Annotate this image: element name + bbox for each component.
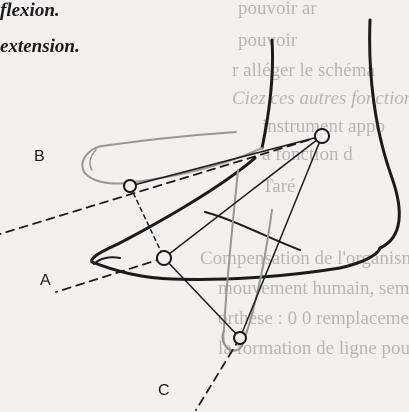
ankle-pivot-point <box>315 129 329 143</box>
point-b-marker <box>124 180 136 192</box>
label-a: A <box>40 272 51 290</box>
caption-extension: extension. <box>0 36 80 58</box>
caption-flexion: flexion. <box>0 0 60 22</box>
raised-toe-contour <box>90 150 96 170</box>
construction-line <box>240 136 322 338</box>
point-a-marker <box>157 251 171 265</box>
leg-shin-contour <box>262 40 273 148</box>
raised-foot-contour <box>82 132 262 184</box>
construction-line <box>164 136 322 258</box>
lowered-foot-contour <box>223 170 272 351</box>
construction-line <box>196 338 240 410</box>
construction-line <box>56 258 164 292</box>
label-b: B <box>34 148 45 166</box>
foot-sole-contour <box>92 248 380 279</box>
label-c: C <box>158 382 170 400</box>
foot-instep-contour <box>205 212 300 250</box>
point-c-marker <box>234 332 246 344</box>
leg-calf-contour <box>370 20 400 248</box>
